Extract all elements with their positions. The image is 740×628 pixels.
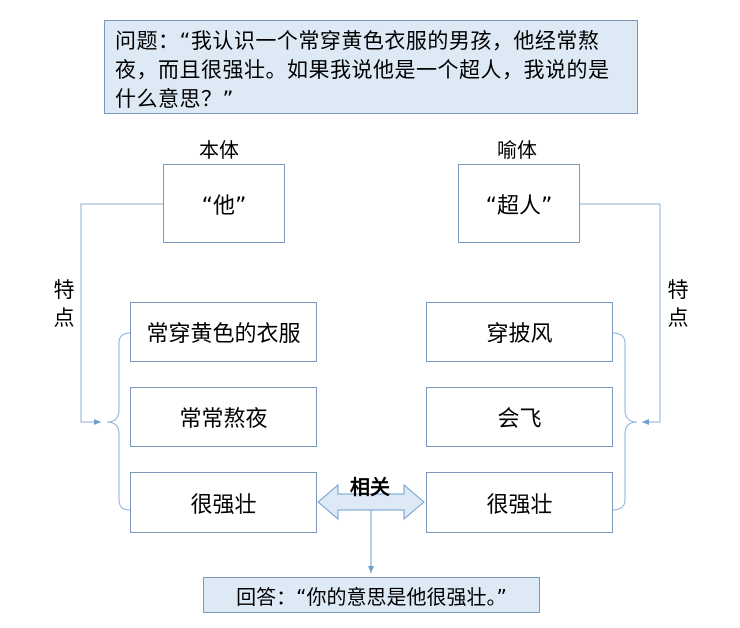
right-brace — [611, 332, 638, 511]
left-feature-text: 很强壮 — [190, 492, 257, 518]
left-subject-box: “他” — [163, 164, 285, 243]
left-subject-text: “他” — [201, 193, 247, 219]
right-feature-box: 穿披风 — [426, 302, 613, 362]
left-brace — [106, 332, 131, 511]
answer-text: 回答：“你的意思是他很强壮。” — [236, 584, 507, 609]
answer-box: 回答：“你的意思是他很强壮。” — [203, 577, 540, 613]
left-feature-box: 很强壮 — [130, 472, 317, 533]
right-side-label: 特点 — [667, 278, 689, 330]
question-box: 问题：“我认识一个常穿黄色衣服的男孩，他经常熬夜，而且很强壮。如果我说他是一个超… — [104, 20, 638, 114]
right-subject-box: “超人” — [458, 164, 580, 243]
left-feature-box: 常常熬夜 — [130, 387, 317, 447]
question-text: 问题：“我认识一个常穿黄色衣服的男孩，他经常熬夜，而且很强壮。如果我说他是一个超… — [115, 29, 610, 111]
right-feature-text: 会飞 — [497, 407, 542, 432]
left-heading: 本体 — [199, 138, 239, 162]
left-side-label: 特点 — [53, 278, 75, 330]
left-feature-text: 常穿黄色的衣服 — [146, 322, 301, 347]
right-subject-text: “超人” — [485, 193, 553, 219]
right-feature-text: 很强壮 — [486, 492, 553, 518]
relation-double-arrow — [317, 483, 425, 521]
left-connector — [80, 203, 163, 425]
right-feature-text: 穿披风 — [486, 322, 553, 347]
relation-label: 相关 — [350, 475, 390, 499]
right-feature-box: 很强壮 — [426, 472, 613, 533]
right-feature-box: 会飞 — [426, 387, 613, 447]
left-feature-text: 常常熬夜 — [179, 407, 268, 432]
right-heading: 喻体 — [497, 138, 537, 162]
left-feature-box: 常穿黄色的衣服 — [130, 302, 317, 362]
right-connector — [580, 203, 661, 425]
